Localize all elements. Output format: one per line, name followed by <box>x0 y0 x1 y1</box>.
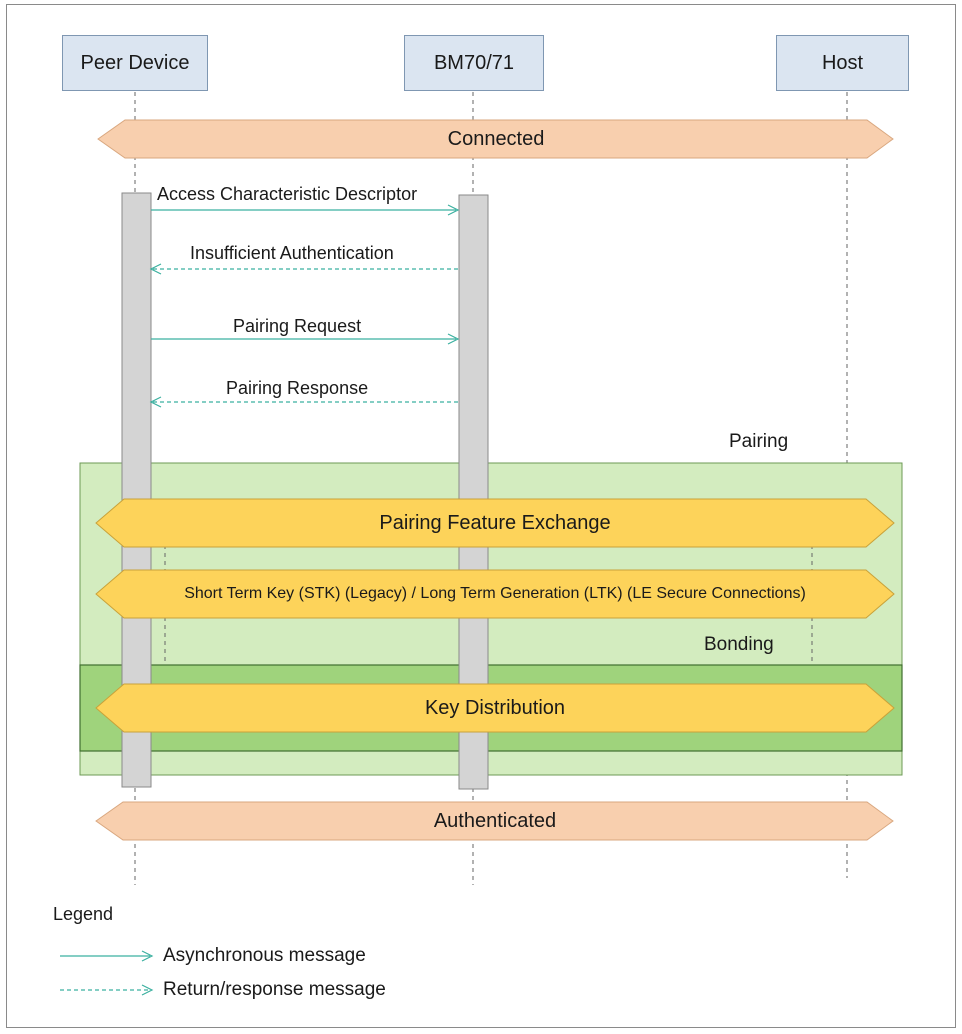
pairing-region-label: Pairing <box>729 431 789 452</box>
lifeline-header-host: Host <box>776 35 909 91</box>
key-distribution-label: Key Distribution <box>424 696 566 719</box>
message-label-pairing-response: Pairing Response <box>226 378 369 398</box>
legend-async-arrow <box>60 950 154 962</box>
authenticated-banner <box>95 801 894 841</box>
legend-return-label: Return/response message <box>163 979 386 1000</box>
stk-ltk-label: Short Term Key (STK) (Legacy) / Long Ter… <box>184 585 806 602</box>
key-distribution-banner <box>95 683 895 733</box>
legend-return-arrow <box>60 984 154 996</box>
bonding-region-label: Bonding <box>704 634 774 655</box>
message-label-access-descriptor: Access Characteristic Descriptor <box>157 184 418 204</box>
legend-title: Legend <box>53 904 114 924</box>
pairing-feature-exchange-banner <box>95 498 895 548</box>
authenticated-label: Authenticated <box>433 809 557 832</box>
connected-label: Connected <box>447 127 545 150</box>
lifeline-header-peer: Peer Device <box>62 35 208 91</box>
message-arrow-pairing-request <box>151 333 460 345</box>
connected-banner <box>97 119 894 159</box>
stk-ltk-banner <box>95 569 895 619</box>
message-label-pairing-request: Pairing Request <box>233 316 362 336</box>
message-label-insufficient-auth: Insufficient Authentication <box>190 243 394 263</box>
message-arrow-pairing-response <box>149 396 459 408</box>
message-arrow-insufficient-auth <box>149 263 459 275</box>
legend-async-label: Asynchronous message <box>163 945 366 966</box>
diagram-frame <box>6 4 956 1028</box>
lifeline-header-bm: BM70/71 <box>404 35 544 91</box>
pairing-feature-exchange-label: Pairing Feature Exchange <box>379 511 611 534</box>
message-arrow-access-descriptor <box>151 204 460 216</box>
